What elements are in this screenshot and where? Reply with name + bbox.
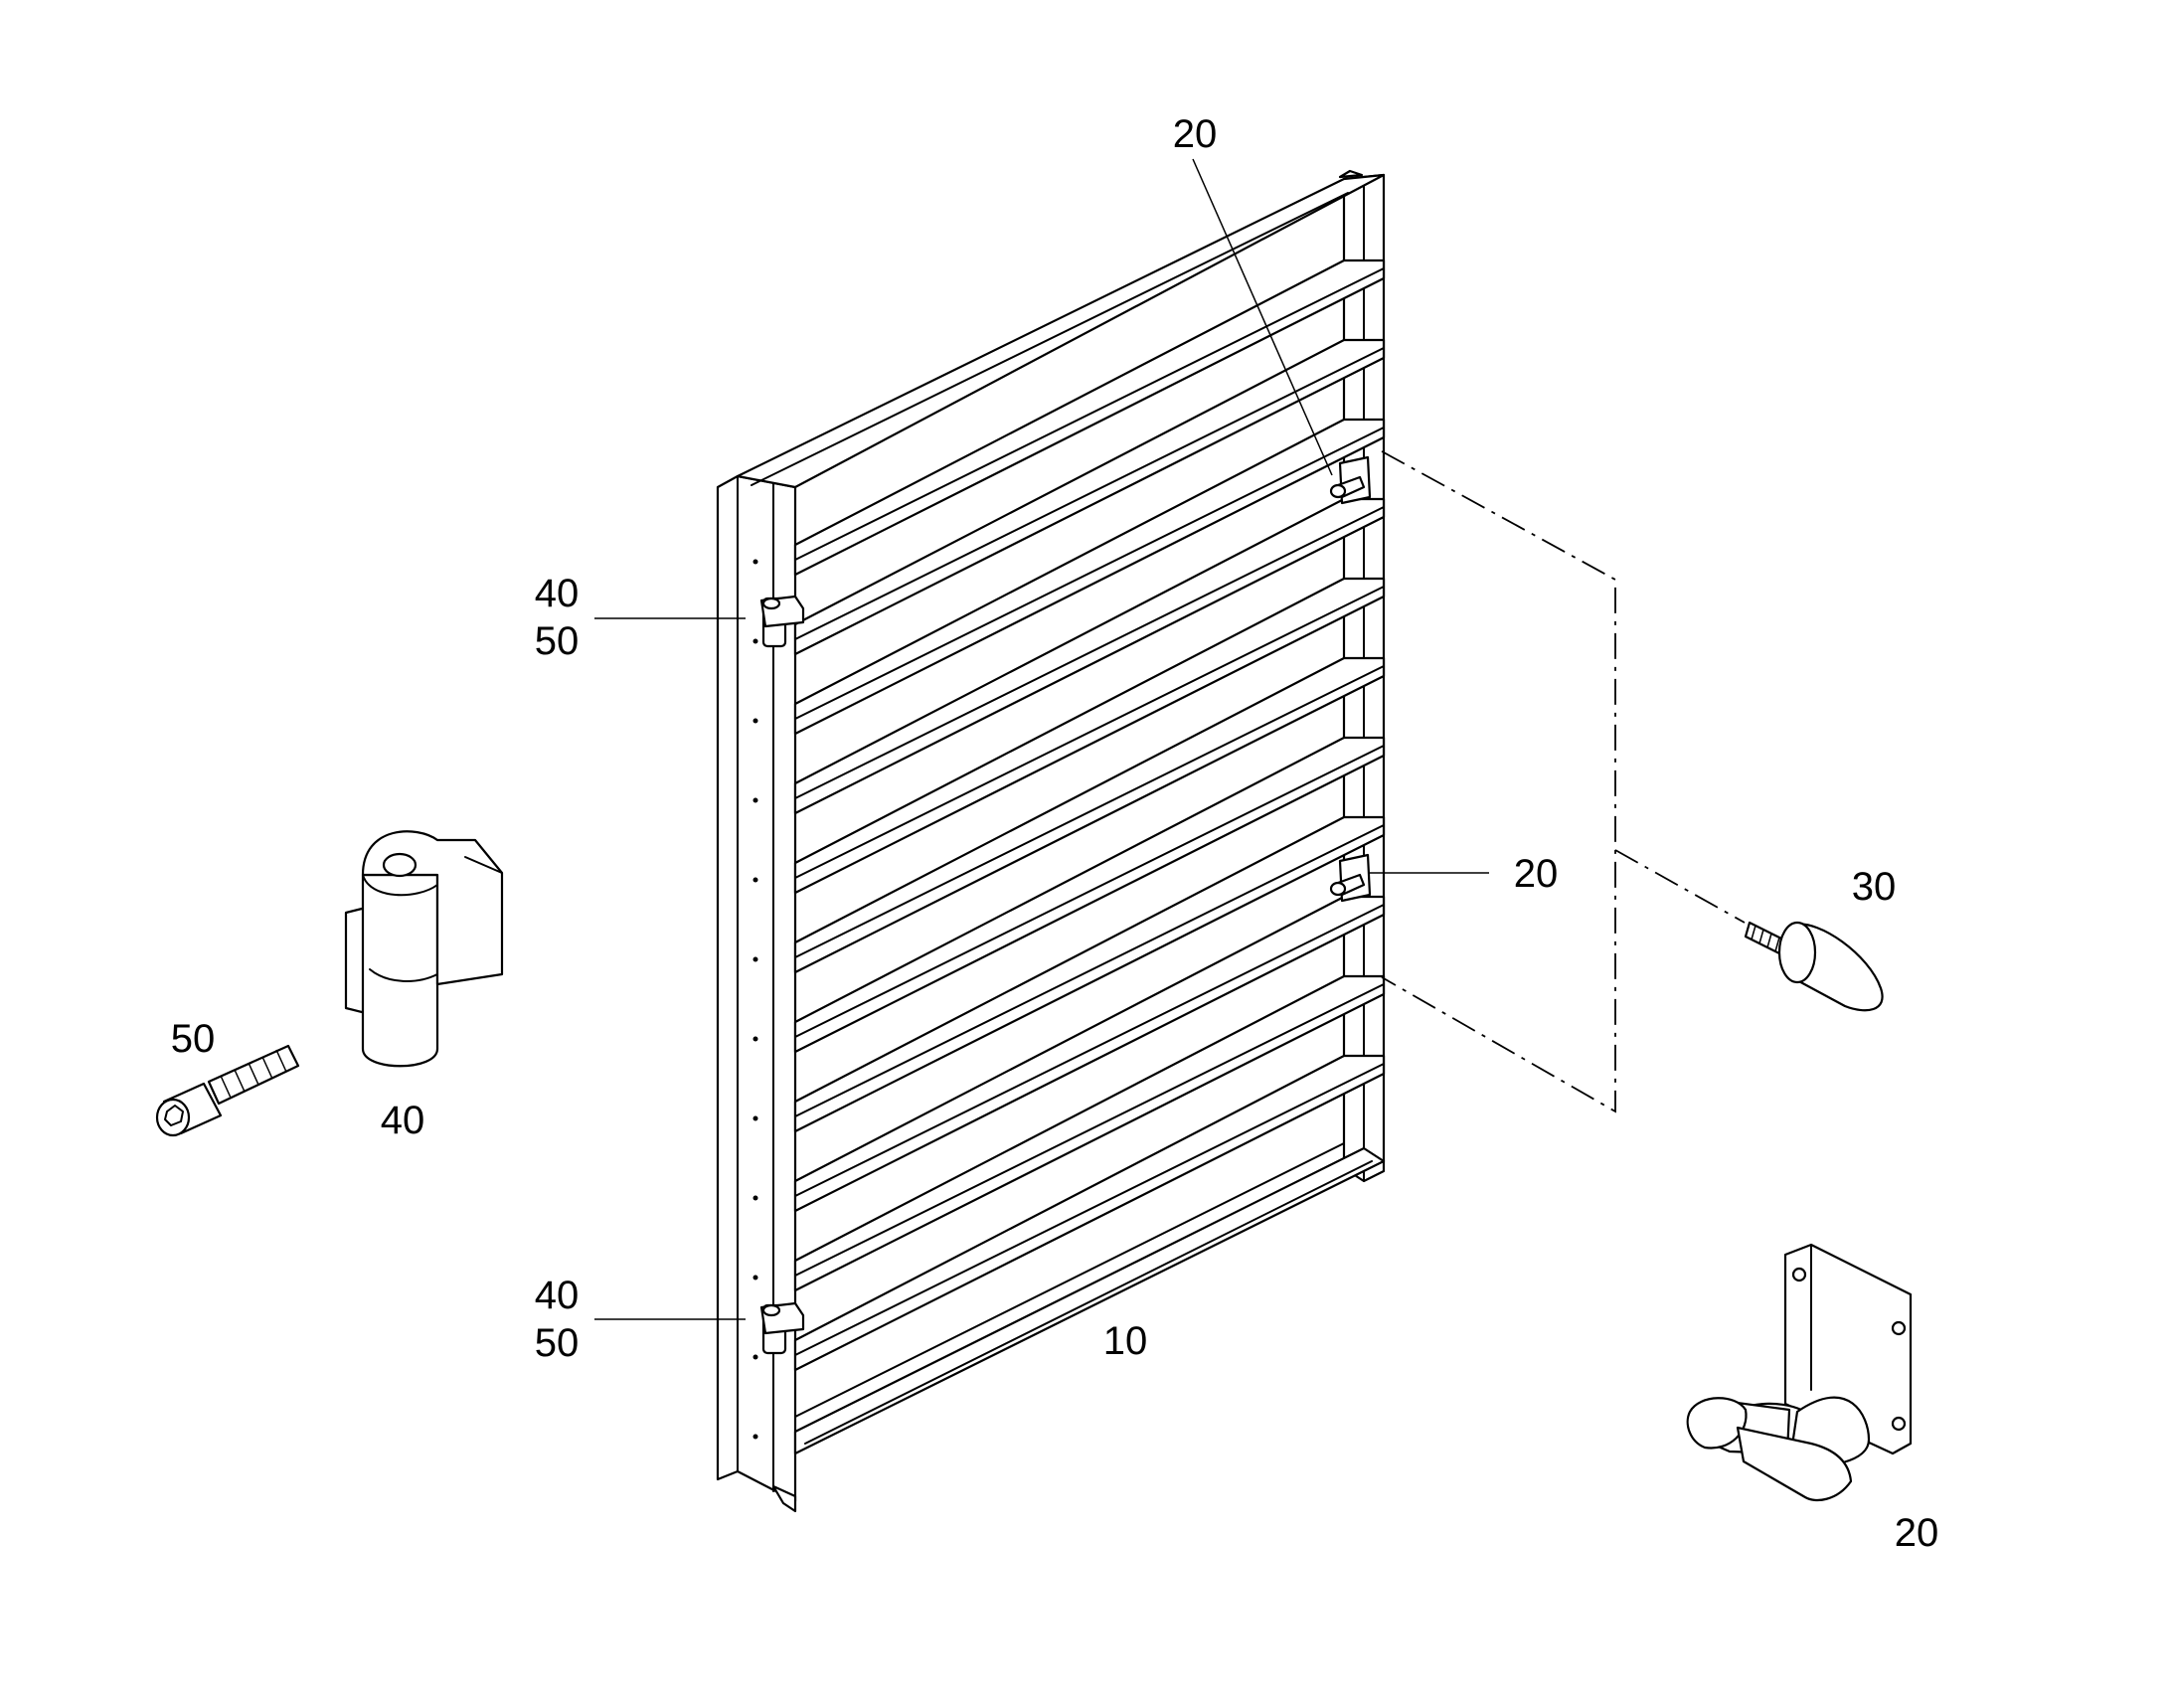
latch-top — [1329, 455, 1372, 505]
callout-frame: 10 — [1103, 1319, 1148, 1363]
screw-detail-part — [155, 1044, 300, 1137]
callout-hinge-bottom-50: 50 — [535, 1321, 580, 1365]
latch-detail-part — [1686, 1243, 1913, 1501]
callout-labels: 10 20 20 20 30 40 50 40 50 50 40 — [171, 112, 1939, 1555]
leader-lines — [594, 158, 1489, 1320]
callout-hinge-top-50: 50 — [535, 619, 580, 663]
callout-screw-detail: 50 — [171, 1017, 216, 1061]
callout-hinge-bottom-40: 40 — [535, 1274, 580, 1317]
assembly-lines — [1381, 450, 1746, 1113]
callout-latch-detail: 20 — [1895, 1511, 1939, 1555]
callout-hinge-top-40: 40 — [535, 572, 580, 615]
callout-hinge-detail: 40 — [381, 1099, 425, 1142]
callout-bumper: 30 — [1852, 865, 1897, 909]
latch-middle — [1329, 853, 1372, 903]
post-holes — [752, 559, 758, 1440]
hinge-bottom — [759, 1301, 805, 1355]
hinge-top — [759, 595, 805, 648]
bumper-part — [1744, 921, 1884, 1012]
louver-frame — [716, 169, 1386, 1513]
louver-slats — [793, 258, 1386, 1372]
callout-latch-middle: 20 — [1514, 852, 1559, 896]
hinge-detail-part — [344, 830, 504, 1068]
callout-latch-top: 20 — [1173, 112, 1218, 156]
